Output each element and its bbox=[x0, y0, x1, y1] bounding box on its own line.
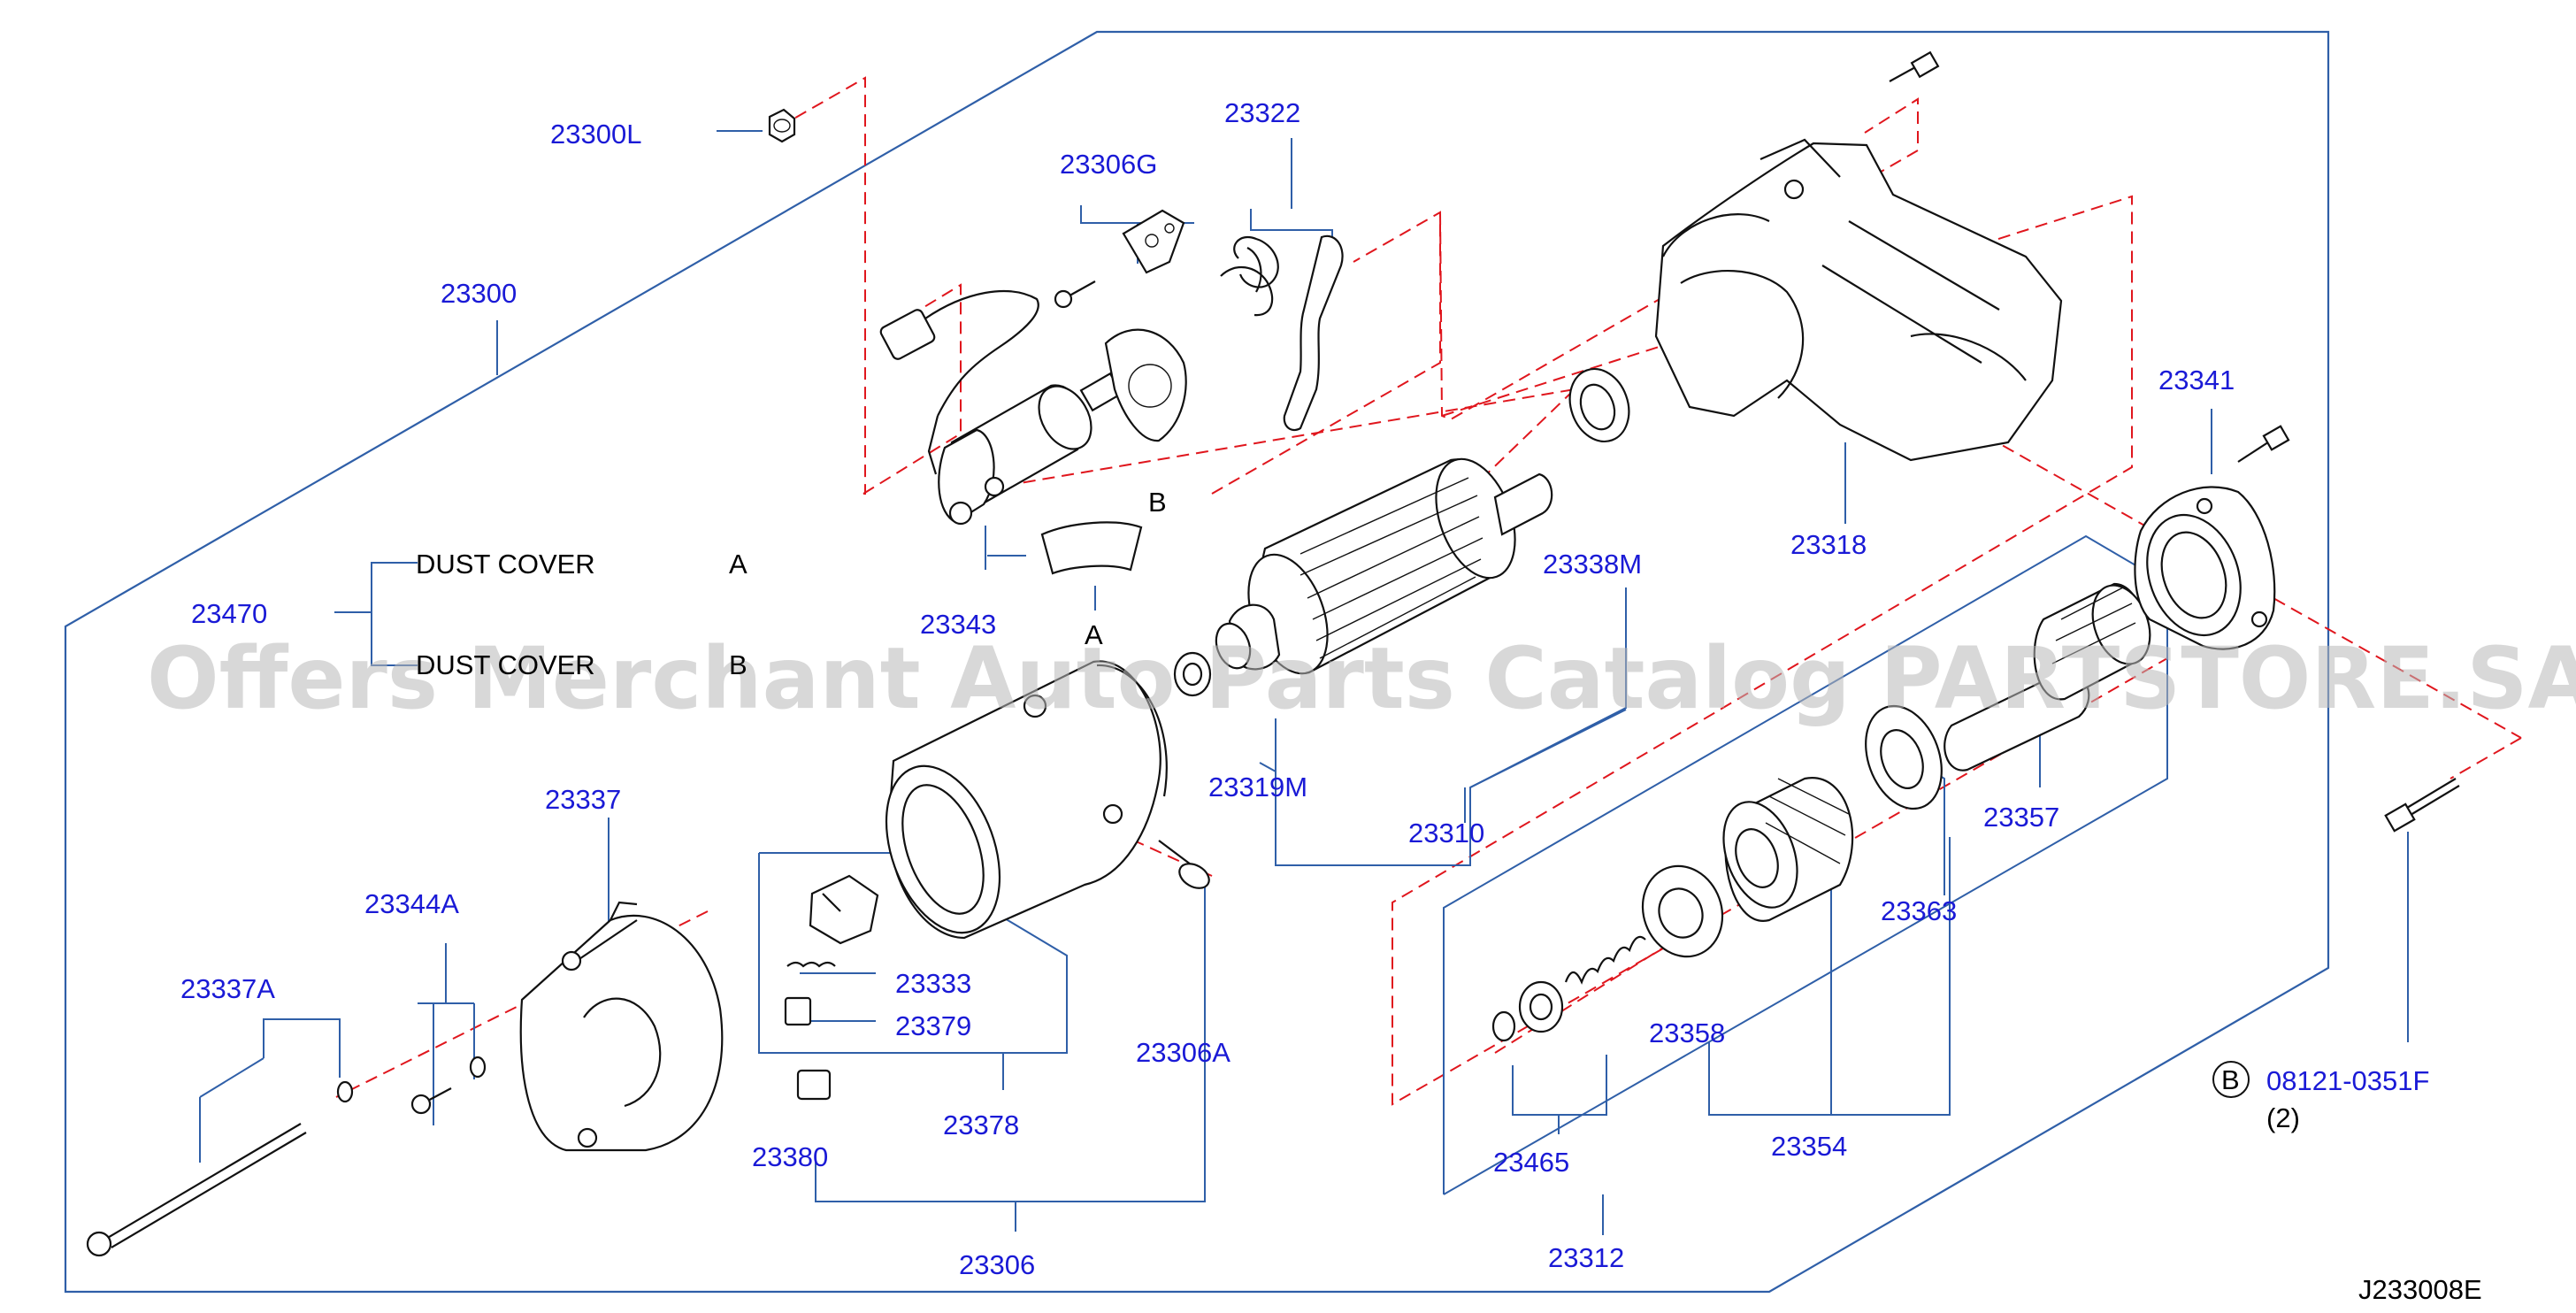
diagram-code: J233008E bbox=[2358, 1274, 2482, 1305]
part-label-23341[interactable]: 23341 bbox=[2158, 365, 2235, 395]
part-label-23337A[interactable]: 23337A bbox=[180, 973, 275, 1004]
part-label-23319M[interactable]: 23319M bbox=[1208, 772, 1307, 802]
gear-housing-23341-icon bbox=[2134, 486, 2276, 650]
screw-23306A-icon bbox=[1158, 840, 1210, 889]
dust-cover-b-name: DUST COVER bbox=[416, 649, 595, 680]
part-label-23306A[interactable]: 23306A bbox=[1136, 1037, 1230, 1068]
part-label-23300[interactable]: 23300 bbox=[441, 278, 517, 309]
output-shaft-23357-icon bbox=[1944, 582, 2151, 772]
part-label-23322[interactable]: 23322 bbox=[1224, 97, 1300, 128]
part-label-23354[interactable]: 23354 bbox=[1771, 1131, 1847, 1162]
through-bolt-top-icon bbox=[1889, 50, 1940, 82]
part-labels: 23300L 23300 23306G 23322 23343 23470 23… bbox=[180, 97, 2429, 1280]
dust-cover-b-letter: B bbox=[729, 649, 748, 680]
bolt-23341-icon bbox=[2237, 425, 2290, 463]
part-label-23344A[interactable]: 23344A bbox=[364, 888, 459, 919]
dust-cover-legend: DUST COVER A DUST COVER B bbox=[416, 549, 748, 680]
dust-cover-a-letter: A bbox=[729, 549, 748, 580]
circle-b-marker bbox=[2212, 1061, 2250, 1098]
armature-23310-icon bbox=[1215, 457, 1553, 675]
part-label-23318[interactable]: 23318 bbox=[1790, 529, 1867, 560]
callout-letter-a: A bbox=[1085, 619, 1103, 650]
circle-b-letter: B bbox=[2221, 1064, 2240, 1095]
terminal-bracket-23306G-icon bbox=[1122, 209, 1185, 274]
bearing-23358-icon bbox=[1641, 864, 1724, 958]
part-label-23465[interactable]: 23465 bbox=[1493, 1147, 1569, 1178]
pinion-spring-icon bbox=[1564, 935, 1646, 985]
harness-connector-icon bbox=[879, 289, 1039, 475]
solenoid-switch-icon bbox=[938, 372, 1123, 526]
part-label-23357[interactable]: 23357 bbox=[1983, 802, 2059, 833]
part-label-23470[interactable]: 23470 bbox=[191, 598, 267, 629]
bolt-quantity: (2) bbox=[2266, 1102, 2300, 1133]
part-label-23379[interactable]: 23379 bbox=[895, 1010, 971, 1041]
dust-cover-a-icon bbox=[1040, 521, 1143, 575]
part-label-23312[interactable]: 23312 bbox=[1548, 1242, 1624, 1273]
brush-holder-icon bbox=[809, 874, 879, 945]
snap-ring-23465-icon bbox=[1491, 980, 1564, 1042]
yoke-field-frame-icon bbox=[885, 660, 1168, 940]
dust-cover-a-name: DUST COVER bbox=[416, 549, 595, 580]
part-label-08121-0351F[interactable]: 08121-0351F bbox=[2266, 1065, 2429, 1096]
part-label-23358[interactable]: 23358 bbox=[1649, 1017, 1725, 1048]
part-label-23333[interactable]: 23333 bbox=[895, 968, 971, 999]
part-label-23306G[interactable]: 23306G bbox=[1060, 149, 1157, 180]
part-label-23363[interactable]: 23363 bbox=[1881, 895, 1957, 926]
part-label-23338M[interactable]: 23338M bbox=[1543, 549, 1642, 580]
flange-nut-23300L-icon bbox=[768, 108, 796, 143]
brush-23380-icon bbox=[796, 1069, 832, 1101]
part-label-23310[interactable]: 23310 bbox=[1408, 818, 1484, 848]
rear-cover-23337-icon bbox=[519, 901, 724, 1152]
brush-23379-icon bbox=[784, 996, 812, 1026]
small-screw-icon bbox=[1054, 280, 1096, 309]
bearing-23338M-icon bbox=[1568, 367, 1630, 443]
brush-spring-23333-icon bbox=[786, 961, 836, 968]
washer-23319M-icon bbox=[1173, 651, 1212, 697]
watermark: Offers Merchant Auto Parts Catalog PARTS… bbox=[147, 629, 2576, 728]
through-bolt-23337A-icon bbox=[86, 1080, 354, 1257]
screw-23344A-icon bbox=[410, 1056, 487, 1115]
bearing-23363-icon bbox=[1865, 704, 1943, 810]
part-label-23378[interactable]: 23378 bbox=[943, 1110, 1019, 1140]
part-label-23300L[interactable]: 23300L bbox=[550, 119, 641, 150]
shift-lever-spring-icon bbox=[1220, 236, 1279, 317]
front-housing-23318-icon bbox=[1654, 138, 2063, 462]
shift-lever-icon bbox=[1283, 234, 1344, 432]
assembly-frame bbox=[64, 30, 2330, 1294]
pinion-clutch-23354-icon bbox=[1722, 777, 1854, 922]
callout-letter-b: B bbox=[1148, 487, 1167, 518]
part-label-23337[interactable]: 23337 bbox=[545, 784, 621, 815]
part-label-23306[interactable]: 23306 bbox=[959, 1249, 1035, 1280]
part-label-23343[interactable]: 23343 bbox=[920, 609, 996, 640]
solenoid-plate-icon bbox=[1104, 328, 1187, 442]
mounting-bolt-08121-0351F-icon bbox=[2384, 778, 2460, 833]
part-label-23380[interactable]: 23380 bbox=[752, 1141, 828, 1172]
